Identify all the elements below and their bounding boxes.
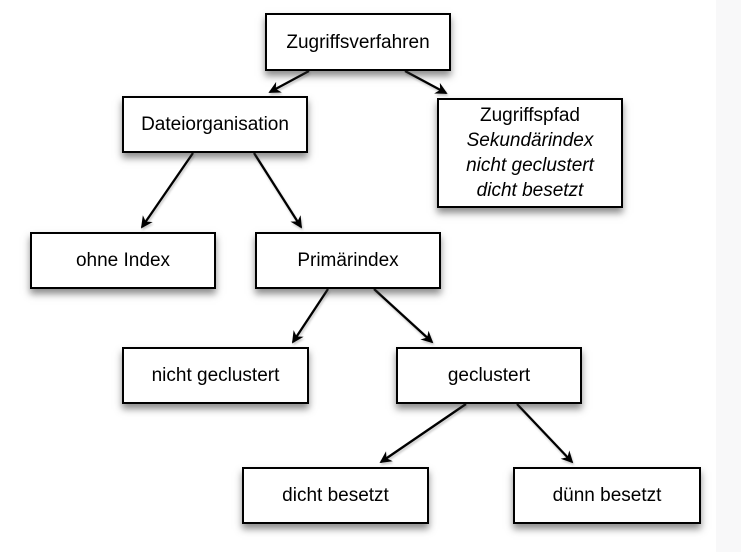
- right-edge-band: [716, 0, 741, 552]
- node-zugriffspfad: Zugriffspfad Sekundärindex nicht geclust…: [437, 98, 623, 208]
- node-label: dünn besetzt: [552, 485, 662, 506]
- node-dicht-besetzt: dicht besetzt: [242, 467, 429, 524]
- node-ohne-index: ohne Index: [30, 232, 216, 289]
- edge-dateiorganisation-ohne-index: [140, 152, 194, 229]
- node-label: Zugriffsverfahren: [286, 31, 430, 53]
- node-geclustert: geclustert: [396, 347, 582, 404]
- node-dateiorganisation: Dateiorganisation: [122, 96, 308, 153]
- node-label-line-1: Zugriffspfad: [480, 105, 580, 126]
- node-label: nicht geclustert: [151, 365, 280, 386]
- edge-primaerindex-nicht-geclustert: [292, 288, 329, 344]
- node-label-line-4: dicht besetzt: [476, 180, 584, 201]
- edge-zugriffsverfahren-zugriffspfad: [404, 69, 448, 95]
- node-duenn-besetzt: dünn besetzt: [513, 467, 701, 524]
- node-zugriffsverfahren: Zugriffsverfahren: [265, 13, 451, 71]
- edge-dateiorganisation-primaerindex: [253, 152, 302, 229]
- node-multiline-label: Zugriffspfad Sekundärindex nicht geclust…: [466, 103, 594, 203]
- edge-primaerindex-geclustert: [373, 288, 434, 344]
- edge-geclustert-duenn-besetzt: [516, 403, 574, 464]
- node-label: ohne Index: [75, 250, 171, 271]
- node-label: geclustert: [447, 365, 531, 386]
- node-label-line-2: Sekundärindex: [466, 130, 594, 151]
- node-label: dicht besetzt: [282, 485, 389, 506]
- node-primaerindex: Primärindex: [255, 232, 441, 289]
- node-nicht-geclustert: nicht geclustert: [122, 347, 309, 404]
- node-label: Dateiorganisation: [141, 114, 289, 135]
- edge-zugriffsverfahren-dateiorganisation: [268, 69, 310, 94]
- node-label: Primärindex: [297, 250, 399, 271]
- edge-geclustert-dicht-besetzt: [379, 403, 467, 464]
- node-label-line-3: nicht geclustert: [466, 155, 594, 176]
